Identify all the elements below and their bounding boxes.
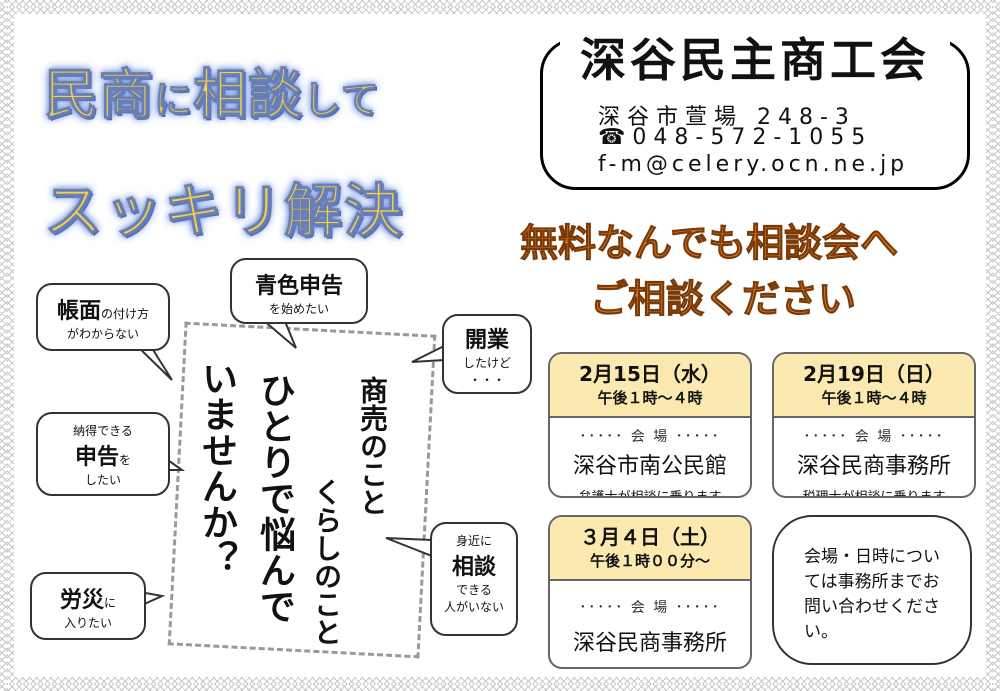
venue-label: ･････ 会 場 ･････ bbox=[579, 429, 721, 445]
event-note: 税理士が相談に乗ります bbox=[802, 490, 946, 498]
headline-line2: スッキリ解決 bbox=[43, 177, 405, 246]
promo-line2: ご相談ください bbox=[589, 277, 857, 322]
bubble-insurance: 労災に 入りたい bbox=[30, 572, 146, 640]
bubble-blue-return: 青色申告 を始めたい bbox=[230, 258, 368, 324]
bubble-tail bbox=[385, 537, 433, 558]
event-date: ３月４日（土） bbox=[580, 525, 720, 549]
message-question: いませんか？ bbox=[196, 360, 237, 576]
event-date: 2月19日（日） bbox=[803, 362, 945, 386]
org-email: f-m@celery.ocn.ne.jp bbox=[598, 152, 909, 177]
message-business: 商売のこと bbox=[356, 376, 389, 516]
org-phone: ☎048-572-1055 bbox=[598, 125, 873, 150]
bubble-opening: 開業 したけど ・・・ bbox=[442, 314, 532, 394]
event-venue: 深谷市南公民館 bbox=[572, 454, 727, 479]
headline-line1: 民商に相談して bbox=[44, 63, 380, 127]
event-note: 弁護士が相談に乗ります bbox=[578, 490, 722, 498]
event-card-2: 2月19日（日）午後１時～４時 ･････ 会 場 ･････ 深谷民商事務所 … bbox=[772, 352, 976, 498]
message-worry: ひとりで悩んで bbox=[254, 372, 295, 624]
org-name: 深谷民主商工会 bbox=[560, 32, 950, 88]
event-venue: 深谷民商事務所 bbox=[796, 454, 951, 479]
bubble-tax-return: 納得できる 申告を したい bbox=[36, 412, 170, 496]
message-living: くらしのこと bbox=[310, 478, 343, 646]
org-address: 深谷市萱場 248-3 bbox=[598, 105, 856, 130]
event-venue: 深谷民商事務所 bbox=[572, 631, 727, 656]
bubble-tail bbox=[411, 344, 445, 363]
event-date: 2月15日（水） bbox=[579, 362, 721, 386]
bubble-bookkeeping: 帳面の付け方 がわからない bbox=[36, 283, 170, 351]
event-time: 午後１時～４時 bbox=[821, 389, 927, 407]
inquiry-note: 会場・日時については事務所までお問い合わせください。 bbox=[772, 515, 972, 665]
promo-line1: 無料なんでも相談会へ bbox=[519, 221, 899, 266]
event-card-3: ３月４日（土） 午後１時００分～ ･････ 会 場 ･････ 深谷民商事務所 bbox=[548, 515, 752, 669]
event-time: 午後１時～４時 bbox=[597, 389, 703, 407]
venue-label: ･････ 会 場 ･････ bbox=[579, 600, 721, 616]
event-card-1: 2月15日（水）午後１時～４時 ･････ 会 場 ･････ 深谷市南公民館 … bbox=[548, 352, 752, 498]
venue-label: ･････ 会 場 ･････ bbox=[803, 429, 945, 445]
bubble-consult: 身近に 相談 できる 人がいない bbox=[430, 522, 518, 636]
event-time: 午後１時００分～ bbox=[589, 552, 710, 570]
